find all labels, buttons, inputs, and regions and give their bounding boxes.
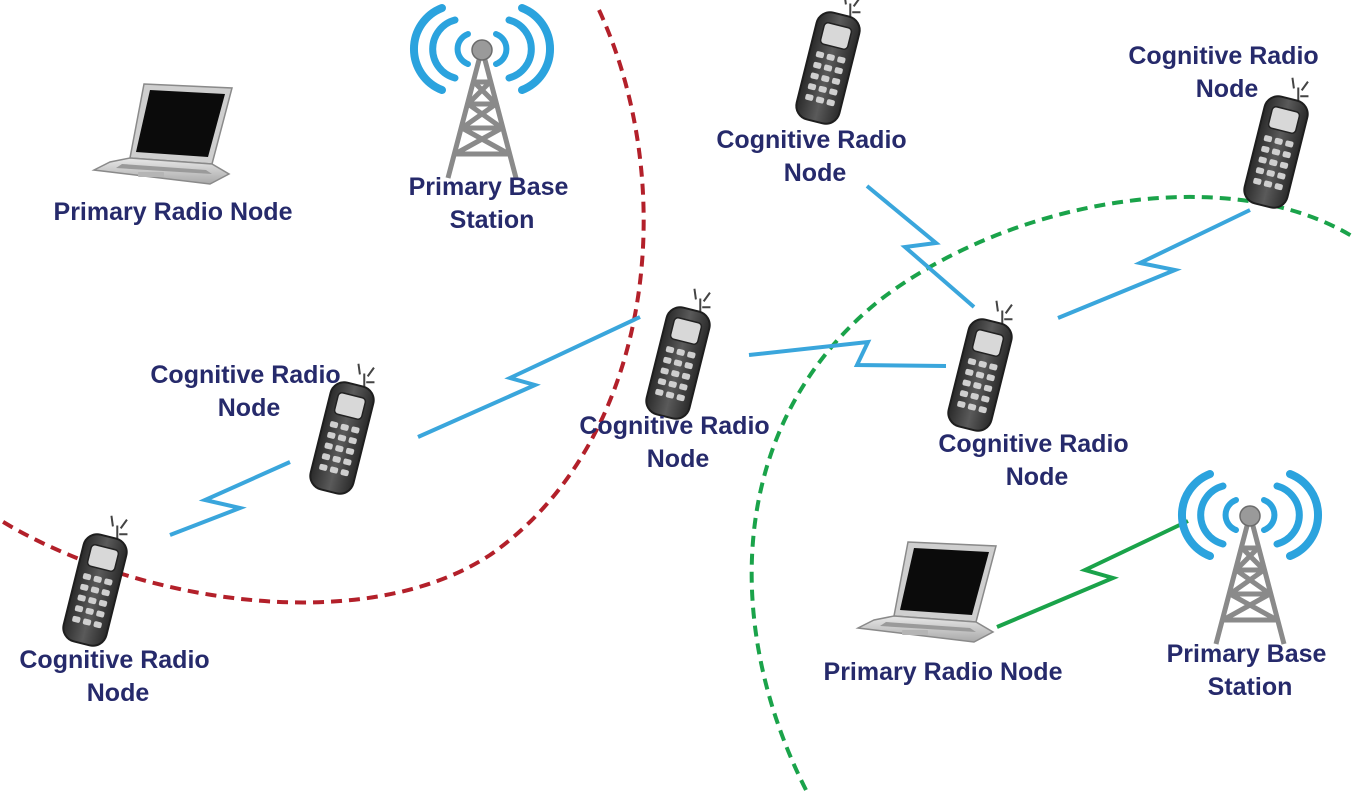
- label-cr-left-mid: Cognitive Radio Node: [150, 361, 347, 422]
- mobile-phone-icon: [792, 0, 869, 128]
- right-coverage-boundary: [749, 194, 1357, 791]
- mobile-phone-icon: [59, 509, 136, 650]
- label-cr-top-center: Cognitive Radio Node: [716, 126, 913, 187]
- label-primary-base-station-left: Primary Base Station: [409, 173, 576, 234]
- label-cr-bottom-left: Cognitive Radio Node: [19, 646, 216, 707]
- cognitive-link-left-mid-to-center: [417, 315, 641, 439]
- primary-link-right: [996, 519, 1189, 629]
- laptop-icon: [93, 83, 233, 185]
- mobile-phone-icon: [944, 294, 1021, 435]
- cognitive-link-top-center-to-right-mid: [865, 184, 976, 309]
- mobile-phone-icon: [642, 282, 719, 423]
- cognitive-link-right-mid-to-top-right: [1057, 208, 1251, 320]
- radio-tower-icon: [414, 8, 550, 178]
- label-primary-radio-node-right: Primary Radio Node: [824, 658, 1063, 686]
- cognitive-link-center-to-right-mid: [748, 339, 947, 368]
- cognitive-link-bottom-left-to-left-mid: [169, 460, 291, 537]
- radio-tower-icon: [1182, 474, 1318, 644]
- label-cr-center: Cognitive Radio Node: [579, 412, 776, 473]
- label-cr-top-right: Cognitive Radio Node: [1128, 42, 1325, 103]
- label-primary-radio-node-left: Primary Radio Node: [54, 198, 293, 226]
- left-coverage-boundary: [0, 9, 646, 605]
- label-cr-right-mid: Cognitive Radio Node: [938, 430, 1135, 491]
- laptop-icon: [857, 541, 997, 643]
- label-primary-base-station-right: Primary Base Station: [1167, 640, 1334, 701]
